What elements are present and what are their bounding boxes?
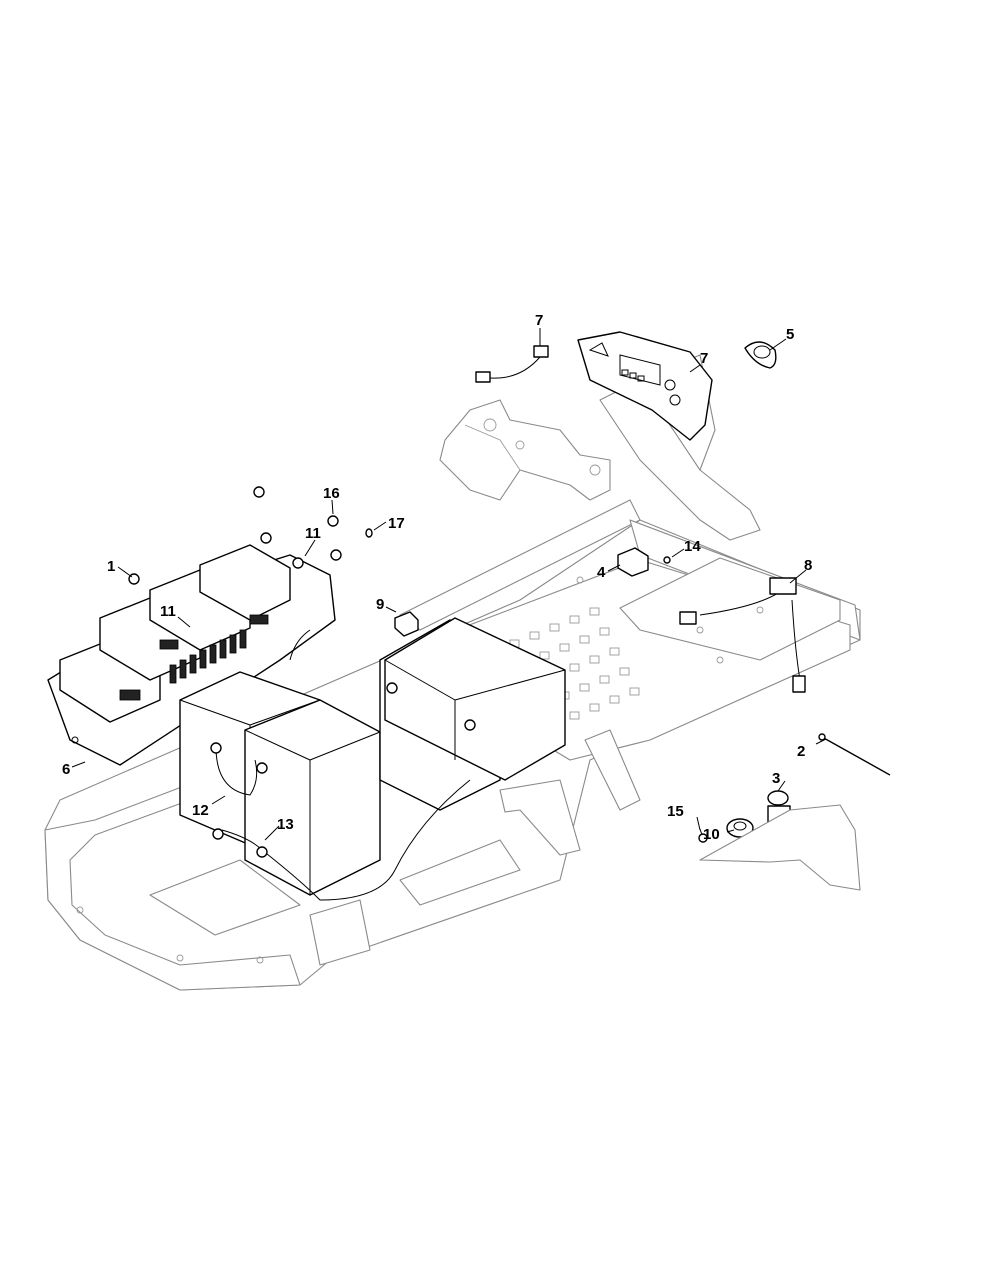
callout-2: 2 — [797, 743, 805, 760]
battery-rear-right — [244, 699, 381, 896]
screw-14 — [663, 556, 671, 564]
switch-3 — [767, 790, 791, 823]
callout-4: 4 — [597, 564, 606, 581]
ignition-bezel — [744, 341, 777, 369]
callout-labels: 1 2 3 4 5 6 7 7 8 9 10 11 11 12 13 14 15… — [62, 312, 812, 843]
key-15 — [698, 828, 708, 843]
seat-switch-harness — [475, 345, 549, 383]
terminal-strip — [169, 629, 247, 684]
hardware-nuts — [128, 486, 373, 585]
battery-cables — [210, 629, 476, 901]
battery-front-right — [384, 617, 566, 781]
callout-15: 15 — [667, 803, 684, 820]
callout-10: 10 — [703, 826, 720, 843]
callout-12: 12 — [192, 802, 209, 819]
callout-7-panel: 7 — [700, 350, 708, 367]
callout-9: 9 — [376, 596, 384, 613]
callout-6: 6 — [62, 761, 70, 778]
switch-part-9 — [394, 611, 419, 637]
callout-7-top: 7 — [535, 312, 543, 329]
callout-13: 13 — [277, 816, 294, 833]
callout-17: 17 — [388, 515, 405, 532]
callout-8: 8 — [804, 557, 812, 574]
control-panel-display — [577, 331, 713, 441]
callout-11-left: 11 — [160, 603, 176, 620]
fuse-2 — [818, 733, 891, 776]
callout-1: 1 — [107, 558, 115, 575]
wire-harness-8 — [679, 577, 806, 693]
relay-part-4 — [617, 547, 649, 577]
leader-lines — [71, 328, 827, 841]
callout-14: 14 — [684, 538, 701, 555]
callout-3: 3 — [772, 770, 780, 787]
callout-16: 16 — [323, 485, 340, 502]
callout-5: 5 — [786, 326, 794, 343]
ignition-switch-10 — [726, 818, 754, 838]
callout-11-top: 11 — [305, 525, 321, 542]
dash-panel — [699, 804, 861, 891]
seat-support-bracket — [439, 399, 611, 501]
motor-controllers — [47, 544, 336, 766]
